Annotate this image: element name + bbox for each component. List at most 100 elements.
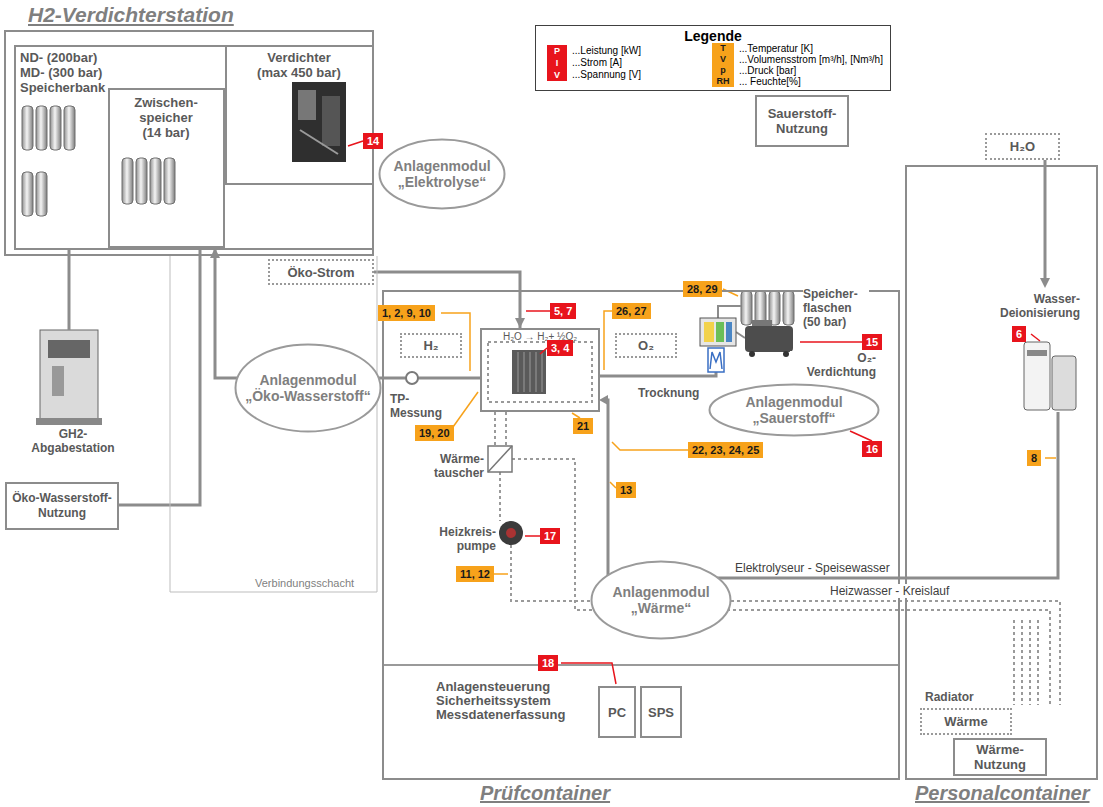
- ellipse-shape: [380, 140, 505, 209]
- storage-bank-box: ND- (200bar) MD- (300 bar) SpeicherbankV…: [14, 45, 374, 250]
- stack-cell: [536, 352, 537, 392]
- leader-line: [800, 341, 862, 343]
- compressor-part: [322, 96, 340, 146]
- callout-number: 16: [862, 441, 882, 457]
- callout-number: 19, 20: [415, 425, 454, 441]
- leader-line: [850, 431, 872, 441]
- legend-swatch: P: [547, 45, 567, 57]
- stack-cell: [530, 352, 531, 392]
- gas-cylinder: [769, 291, 780, 325]
- container-area: PersonalcontainerWärmeWärme- Nutzung: [905, 165, 1098, 780]
- annotation-label: Trocknung: [638, 386, 699, 400]
- annotation-label: Heizkreis- pumpe: [434, 525, 496, 553]
- node-label: H₂O: [1010, 139, 1035, 154]
- annotation-label: Anlagensteuerung Sicherheitssystem Messd…: [436, 680, 570, 722]
- dispenser-figure: [36, 330, 102, 425]
- legend-text: ...Leistung [kW]: [572, 45, 641, 57]
- dryer-part: [704, 322, 714, 342]
- annotation-label: Wärme- tauscher: [426, 452, 484, 480]
- reaction-formula: H₂O → H₂+ ½O₂: [482, 331, 598, 343]
- ellipse-shape: [236, 345, 381, 432]
- callout-number: 22, 23, 24, 25: [688, 442, 763, 458]
- module-ellipse: Anlagenmodul „Sauerstoff“: [708, 383, 880, 437]
- oxygen-pipe: [736, 332, 745, 338]
- module-ellipse: Anlagenmodul „Öko-Wasserstoff“: [234, 343, 382, 433]
- area-heading: Prüfcontainer: [480, 782, 610, 805]
- node-label: SPS: [648, 705, 674, 720]
- legend-swatch: V: [547, 69, 567, 81]
- annotation-label: TP- Messung: [390, 392, 452, 420]
- legend-letter: V: [547, 69, 567, 81]
- oxygen-compressor-photo: [745, 320, 793, 357]
- condensate-trap-symbol: [710, 352, 722, 369]
- leader-line: [612, 442, 688, 450]
- deionizer-tank: [1024, 342, 1050, 410]
- gas-cylinder: [50, 106, 61, 150]
- leader-line: [540, 348, 547, 354]
- legend-swatch: I: [547, 57, 567, 69]
- node-label: H₂: [423, 338, 438, 353]
- leader-line: [1031, 334, 1040, 341]
- module-ellipse: Anlagenmodul „Wärme“: [590, 560, 732, 640]
- radiator-line: [1029, 620, 1031, 705]
- gas-output-box: H₂: [400, 333, 462, 358]
- heating-line: [512, 459, 1050, 705]
- legend-text: ... Feuchte[%]: [739, 76, 801, 87]
- condensate-trap-symbol: [708, 348, 724, 372]
- callout-number: 11, 12: [456, 566, 494, 582]
- gas-cylinder: [22, 106, 33, 150]
- callout-number: 8: [1027, 450, 1041, 466]
- compressor-part: [298, 90, 316, 120]
- heat-exchanger-symbol: [488, 446, 512, 472]
- buffer-storage-box: Zwischen- speicher (14 bar): [108, 88, 225, 248]
- stack-body: [512, 350, 546, 394]
- annotation-label: Elektrolyseur - Speisewasser: [735, 561, 890, 575]
- gas-cylinder: [783, 291, 794, 325]
- compressor-pipe: [300, 130, 338, 154]
- annotation-label: GH2- Abgabestation: [27, 427, 119, 455]
- dispenser-body: [40, 330, 98, 420]
- annotation-label: Radiator: [925, 690, 974, 704]
- divider-line: [382, 664, 900, 666]
- gas-cylinder: [150, 158, 161, 204]
- leader-lines: [348, 141, 1056, 684]
- heat-exchanger-symbol: [488, 446, 512, 472]
- usage-box: Sauerstoff- Nutzung: [755, 95, 849, 147]
- heating-line: [505, 412, 507, 446]
- gas-cylinder: [36, 106, 47, 150]
- water-source-box: H₂O: [985, 133, 1060, 160]
- control-box: SPS: [640, 686, 682, 738]
- gas-cylinder: [164, 158, 175, 204]
- pipe-connector: [374, 272, 525, 328]
- legend-swatch: T: [712, 43, 734, 54]
- compressor-wheel: [783, 351, 789, 357]
- stack-cell: [518, 352, 519, 392]
- callout-number: 14: [363, 133, 383, 149]
- callout-number: 15: [862, 334, 882, 350]
- heating-circuit: [488, 342, 1060, 705]
- station-area: H2-VerdichterstationND- (200bar) MD- (30…: [4, 30, 374, 256]
- pump-photo: [506, 528, 516, 538]
- pipes: [69, 160, 1058, 578]
- legend-swatch: V: [712, 54, 734, 65]
- flow-arrowhead: [599, 395, 608, 405]
- legend-text: ...Temperatur [K]: [739, 43, 813, 54]
- leader-line: [526, 310, 550, 312]
- oxygen-pipe: [718, 306, 741, 318]
- compressor-wheel: [749, 351, 755, 357]
- leader-line: [525, 535, 540, 537]
- dryer-symbol: [700, 318, 736, 346]
- node-label: ND- (200bar) MD- (300 bar) Speicherbank: [20, 50, 118, 95]
- module-label: Anlagenmodul „Elektrolyse“: [383, 158, 501, 190]
- legend-swatch: RH: [712, 76, 734, 87]
- pipe-line: [374, 272, 520, 328]
- gas-cylinder: [122, 158, 133, 204]
- node-label: Wärme: [944, 714, 987, 729]
- power-source-box: Öko-Strom: [268, 259, 374, 285]
- leader-line: [604, 311, 612, 370]
- pipe-line: [119, 248, 200, 505]
- dryer-part: [716, 322, 724, 342]
- gas-cylinders: [22, 106, 794, 325]
- deionizer-part: [1027, 350, 1047, 356]
